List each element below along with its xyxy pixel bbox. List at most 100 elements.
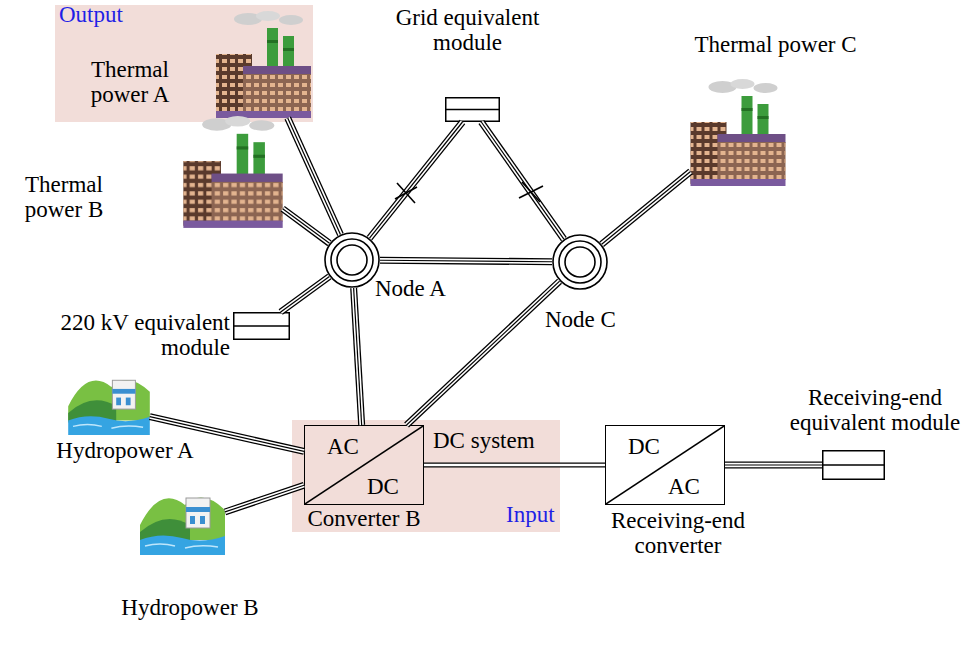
- line-gap: [281, 276, 330, 312]
- plant-label: Thermal power C: [668, 32, 883, 57]
- module-outline: [823, 451, 885, 480]
- module-label: 220 kV equivalent module: [58, 310, 230, 361]
- thermal-plant-icon: [183, 116, 282, 228]
- line-outer: [481, 122, 564, 239]
- line-core: [225, 485, 304, 512]
- line-outer: [370, 122, 463, 238]
- region-title: Output: [59, 2, 123, 27]
- line-outer: [225, 485, 304, 512]
- converter-label: Receiving-end converter: [598, 508, 758, 559]
- transmission-line: [725, 465, 822, 466]
- breaker-symbol: [395, 182, 543, 203]
- line-gap: [481, 122, 564, 239]
- line-gap: [150, 417, 304, 452]
- edge-label: DC system: [433, 428, 535, 453]
- converter-diagonal: [606, 426, 724, 504]
- line-core: [288, 118, 341, 234]
- line-outer: [281, 276, 330, 312]
- ring: [565, 247, 595, 277]
- line-gap: [725, 463, 822, 467]
- module-box: [822, 450, 885, 480]
- converter-label: Converter B: [301, 506, 427, 531]
- transmission-line: [225, 485, 304, 512]
- transmission-line: [283, 209, 330, 244]
- transmission-line: [288, 118, 341, 234]
- transmission-line: [354, 288, 362, 425]
- breaker-stroke: [395, 187, 417, 199]
- hydro-plant: Hydropower B: [105, 478, 275, 624]
- line-gap: [370, 122, 463, 238]
- line-outer: [407, 281, 560, 425]
- thermal-plant: Thermal power C: [668, 30, 883, 195]
- line-gap: [225, 485, 304, 512]
- hydro-plant-icon: [140, 498, 225, 555]
- line-core: [380, 260, 552, 262]
- module-label: Grid equivalent module: [385, 5, 550, 56]
- converter-box: ACDCConverter B: [304, 425, 424, 505]
- port-label: DC: [628, 434, 660, 459]
- module-divider: [233, 325, 290, 327]
- line-gap: [424, 464, 605, 467]
- module-divider: [445, 109, 500, 111]
- plant-label: Thermal power B: [4, 172, 124, 223]
- bus-node-symbol: [324, 232, 380, 288]
- breaker-stroke: [522, 182, 540, 202]
- transmission-line: [150, 417, 304, 452]
- ring: [337, 245, 367, 275]
- line-gap: [407, 281, 560, 425]
- module-outline: [446, 98, 500, 122]
- transmission-line: [380, 260, 552, 262]
- plant-label: Hydropower A: [45, 438, 205, 463]
- transmission-line: [602, 171, 691, 244]
- line-outer: [288, 118, 341, 234]
- line-gap: [288, 118, 341, 234]
- line-gap: [602, 171, 691, 244]
- diagonal: [606, 426, 724, 504]
- line-outer: [150, 417, 304, 452]
- line-core: [283, 209, 330, 244]
- line-core: [370, 122, 463, 238]
- line-core: [281, 276, 330, 312]
- transmission-line: [481, 122, 564, 239]
- node-label: Node A: [375, 276, 446, 301]
- converter-box: DCACReceiving-end converter: [605, 425, 725, 505]
- thermal-plant-icon: [691, 79, 786, 186]
- thermal-plant: Thermal power B: [0, 115, 292, 235]
- ring: [559, 241, 601, 283]
- diagonal: [305, 426, 423, 504]
- ring: [325, 233, 379, 287]
- line-gap: [354, 288, 362, 425]
- equivalent-module: 220 kV equivalent module: [40, 308, 292, 374]
- line-outer: [725, 462, 822, 469]
- thermal-plant-icon: [216, 11, 311, 118]
- line-outer: [283, 209, 330, 244]
- hydro-plant-icon: [68, 380, 150, 435]
- port-label: AC: [327, 434, 359, 459]
- transmission-line: [370, 122, 463, 238]
- grid-module: Grid equivalent module: [385, 5, 550, 125]
- module-label: Receiving-end equivalent module: [775, 385, 975, 436]
- line-outer: [354, 288, 362, 425]
- line-core: [354, 288, 362, 425]
- port-label: AC: [668, 474, 700, 499]
- plant-label: Thermal power A: [65, 57, 195, 108]
- region-title: Input: [506, 502, 555, 527]
- ring: [331, 239, 373, 281]
- output-region: OutputThermal power A: [55, 5, 313, 122]
- module-box: [233, 312, 290, 340]
- equivalent-module: Receiving-end equivalent module: [775, 385, 975, 485]
- line-outer: [424, 463, 605, 468]
- converter-diagonal: [305, 426, 423, 504]
- line-core: [481, 122, 564, 239]
- module-box: [445, 97, 500, 122]
- line-core: [407, 281, 560, 425]
- hydro-plant: Hydropower A: [45, 360, 205, 468]
- dc-line: [424, 465, 605, 466]
- line-outer: [602, 171, 691, 244]
- plant-label: Hydropower B: [105, 595, 275, 620]
- port-label: DC: [367, 474, 399, 499]
- module-divider: [822, 464, 885, 466]
- bus-node: Node A: [324, 232, 380, 288]
